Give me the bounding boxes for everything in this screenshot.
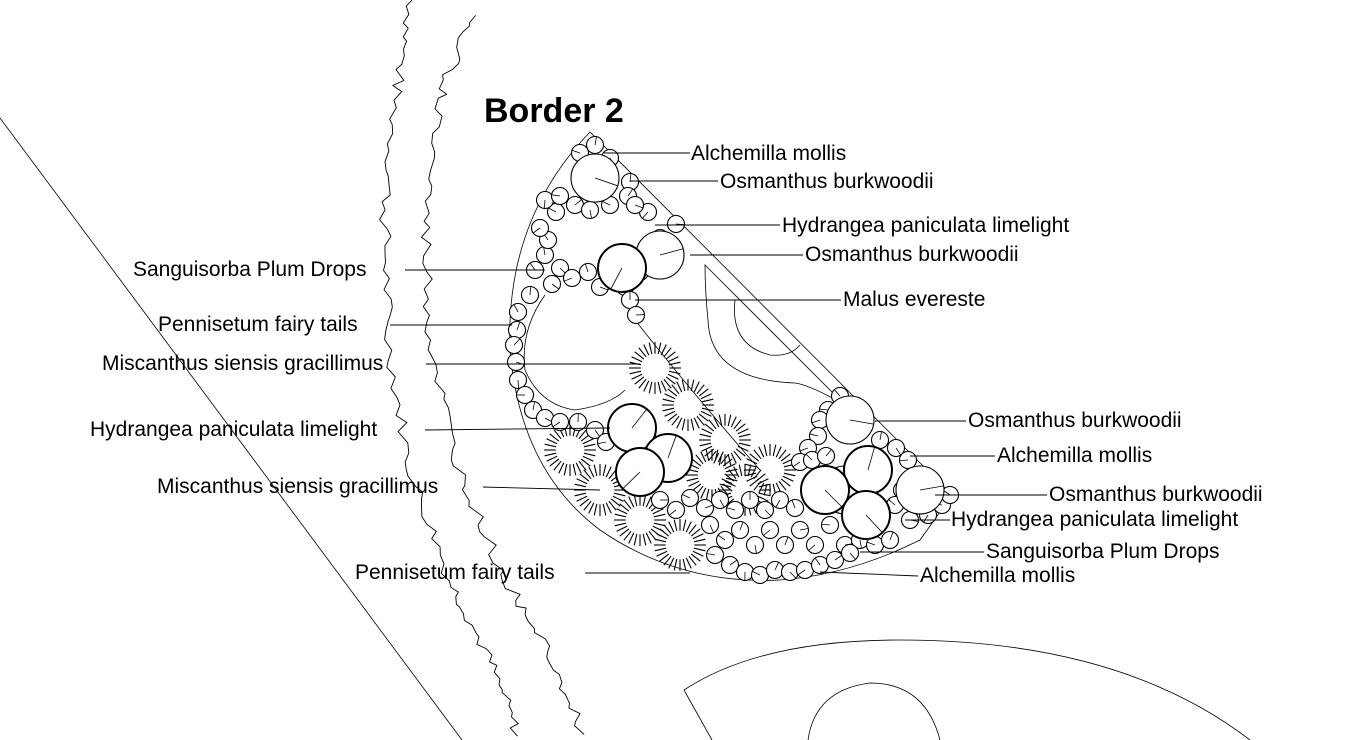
label-hydrangea-paniculata-1: Hydrangea paniculata limelight [782, 214, 1070, 237]
planting-symbols [504, 135, 960, 585]
label-alchemilla-mollis-2: Alchemilla mollis [997, 444, 1153, 467]
label-sanguisorba-1: Sanguisorba Plum Drops [133, 258, 367, 281]
leader-lines [390, 152, 1047, 577]
label-osmanthus-burkwoodii-3: Osmanthus burkwoodii [968, 409, 1182, 432]
malus-canopy-inner [734, 299, 801, 356]
inner-arc [634, 319, 761, 471]
lower-bed-outer-arc [683, 639, 1251, 740]
label-hydrangea-paniculata-2: Hydrangea paniculata limelight [90, 418, 378, 441]
diagonal-boundary-line [0, 117, 463, 740]
lower-bed-inner-arc [807, 682, 941, 740]
label-osmanthus-burkwoodii-2: Osmanthus burkwoodii [805, 243, 1019, 266]
label-alchemilla-mollis-1: Alchemilla mollis [691, 142, 847, 165]
label-sanguisorba-2: Sanguisorba Plum Drops [986, 540, 1220, 563]
label-alchemilla-mollis-3: Alchemilla mollis [920, 564, 1076, 587]
label-miscanthus-1: Miscanthus siensis gracillimus [102, 352, 384, 375]
label-miscanthus-2: Miscanthus siensis gracillimus [157, 475, 439, 498]
label-pennisetum-1: Pennisetum fairy tails [158, 313, 358, 336]
label-pennisetum-2: Pennisetum fairy tails [355, 561, 555, 584]
label-hydrangea-paniculata-3: Hydrangea paniculata limelight [951, 508, 1239, 531]
label-osmanthus-burkwoodii-1: Osmanthus burkwoodii [720, 170, 934, 193]
border-title: Border 2 [484, 92, 624, 130]
lower-bed-edge [683, 689, 713, 740]
label-malus-evereste: Malus evereste [843, 288, 986, 311]
hedge-right [420, 15, 585, 735]
lawn-arc [523, 294, 626, 411]
hedge-left [379, 0, 519, 737]
malus-canopy-outer [704, 264, 846, 406]
label-osmanthus-burkwoodii-4: Osmanthus burkwoodii [1049, 483, 1263, 506]
